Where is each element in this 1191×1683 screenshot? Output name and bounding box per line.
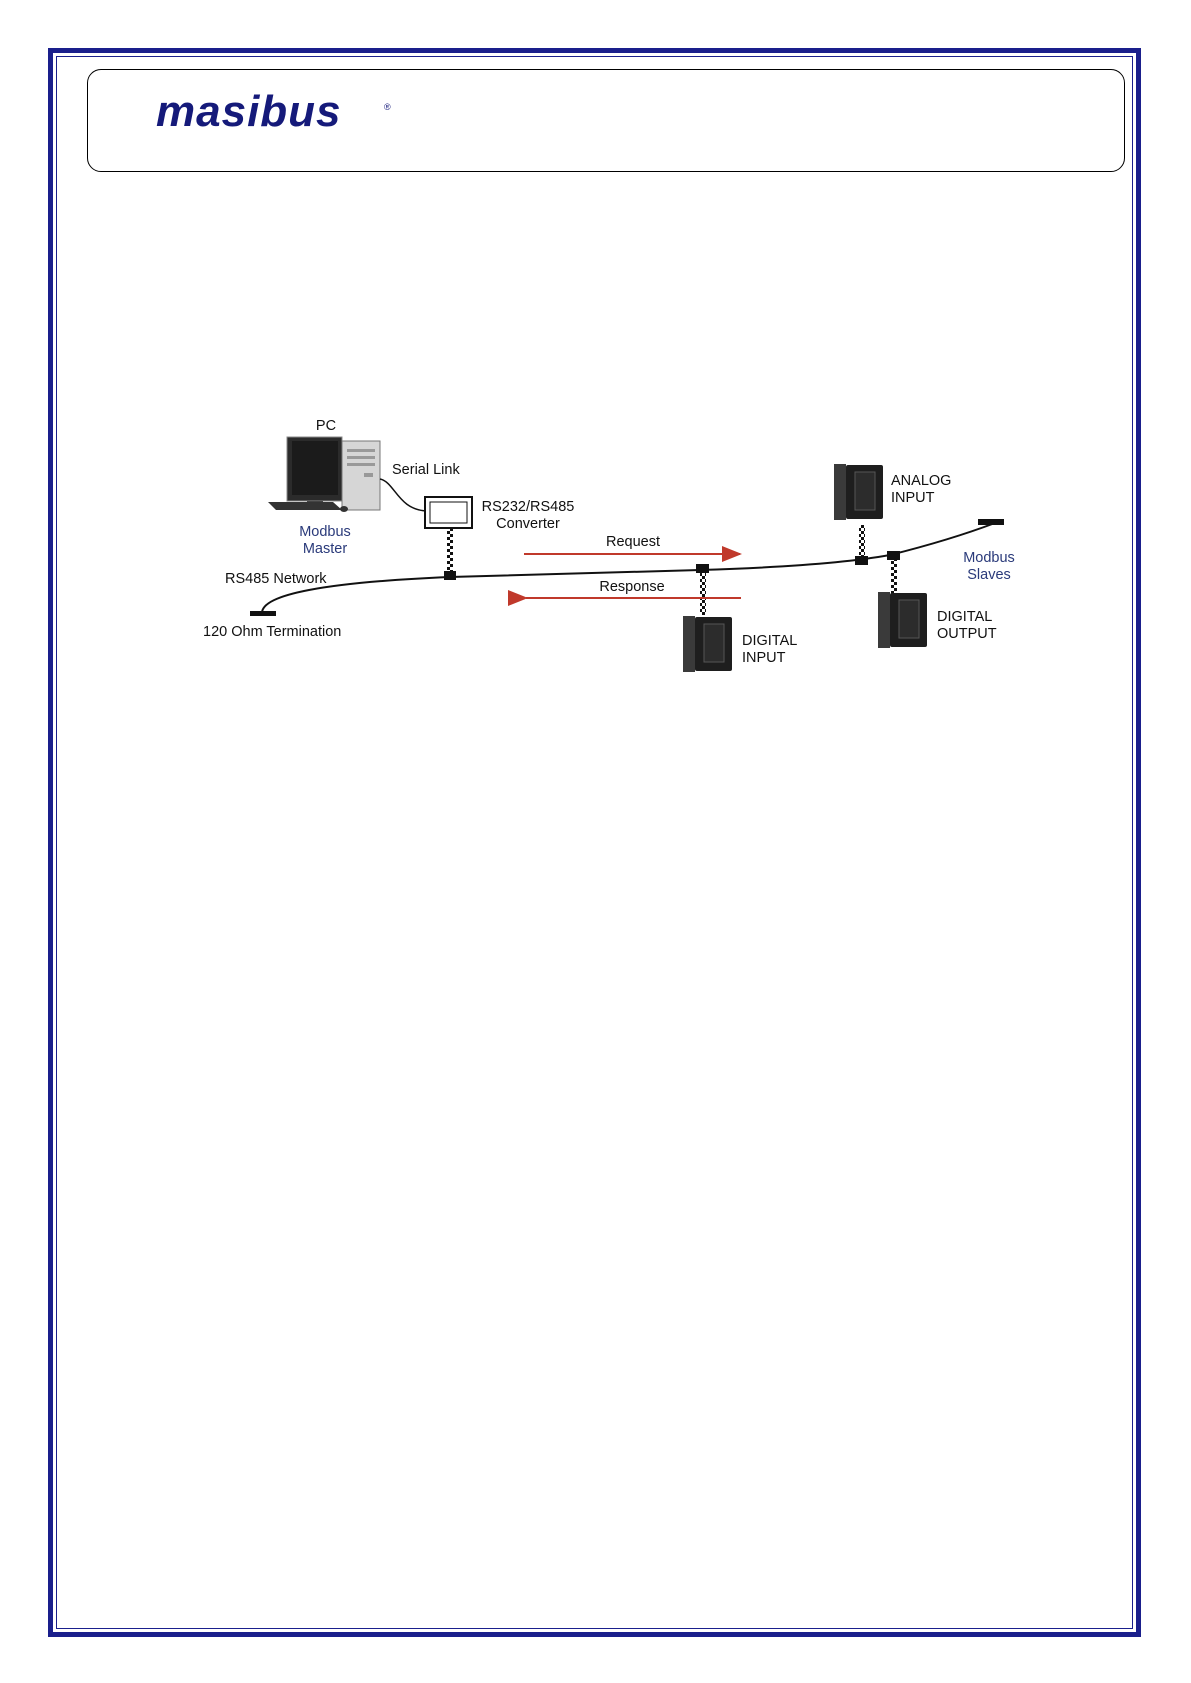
serial-link-label: Serial Link	[392, 462, 460, 478]
digital-output-module-icon	[878, 592, 927, 648]
converter-label-1: RS232/RS485	[482, 499, 575, 515]
termination-label: 120 Ohm Termination	[203, 624, 341, 640]
drop-analog-input	[859, 525, 865, 557]
request-label: Request	[606, 534, 660, 550]
drop-digital-input	[700, 573, 706, 615]
drop-digital-output	[891, 560, 897, 596]
termination-cap-left	[250, 611, 276, 616]
digital-input-module-icon	[683, 616, 732, 672]
rs485-network-label: RS485 Network	[225, 571, 327, 587]
serial-link-cable	[380, 479, 427, 511]
digital-input-label-1: DIGITAL	[742, 633, 797, 649]
pc-label: PC	[316, 418, 336, 434]
modbus-slaves-label-1: Modbus	[963, 550, 1015, 566]
termination-cap-right	[978, 519, 1004, 525]
digital-output-label-1: DIGITAL	[937, 609, 992, 625]
modbus-slaves-label-2: Slaves	[967, 567, 1011, 583]
digital-input-label-2: INPUT	[742, 650, 786, 666]
analog-input-label-2: INPUT	[891, 490, 935, 506]
converter-label-2: Converter	[496, 516, 560, 532]
converter-icon	[425, 497, 472, 528]
modbus-master-label-1: Modbus	[299, 524, 351, 540]
pc-icon	[268, 437, 380, 512]
junction-converter	[444, 571, 456, 580]
drop-converter	[447, 528, 453, 572]
digital-output-label-2: OUTPUT	[937, 626, 997, 642]
analog-input-module-icon	[834, 464, 883, 520]
analog-input-label-1: ANALOG	[891, 473, 951, 489]
junction-analog-input	[855, 556, 868, 565]
junction-digital-input	[696, 564, 709, 573]
response-label: Response	[599, 579, 664, 595]
junction-digital-output	[887, 551, 900, 560]
modbus-master-label-2: Master	[303, 541, 347, 557]
